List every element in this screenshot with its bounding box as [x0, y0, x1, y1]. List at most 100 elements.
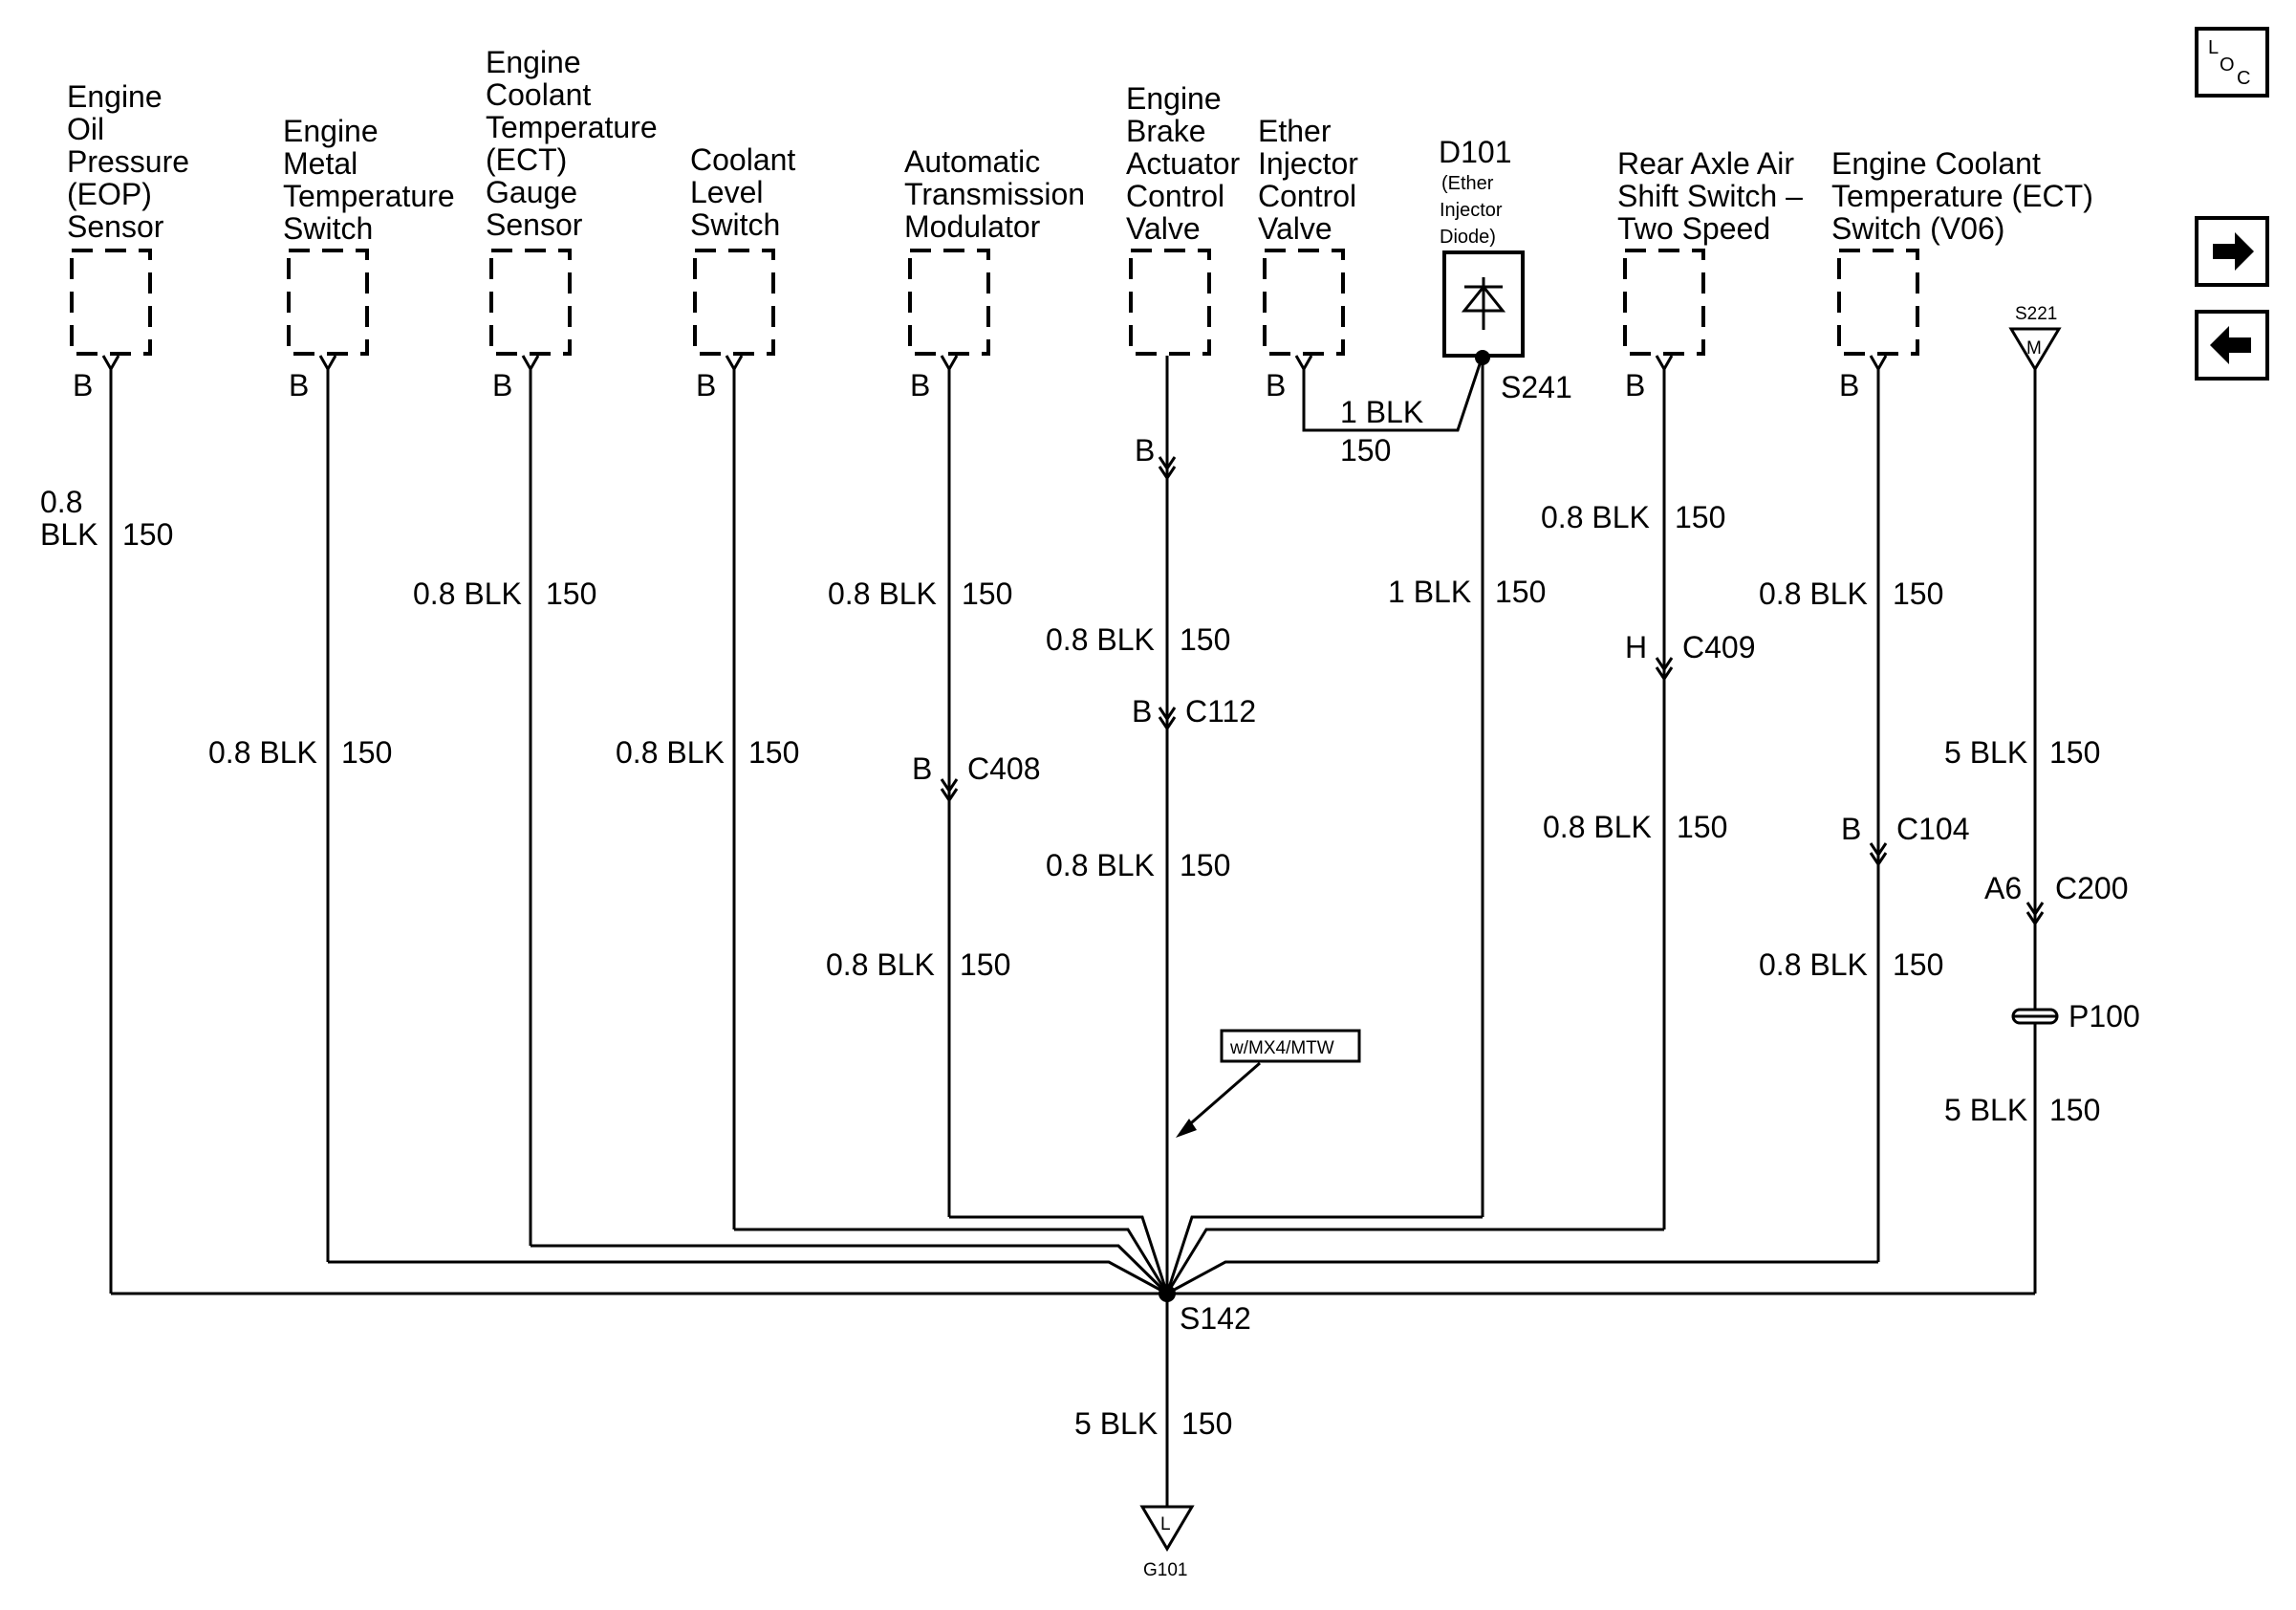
title-line: Metal [283, 146, 357, 181]
connector-name: C112 [1185, 694, 1256, 729]
component-ebacv-box [1129, 249, 1211, 356]
title-line: Engine [486, 45, 581, 79]
title-line: Switch [690, 207, 780, 242]
wire-color: BLK [40, 517, 97, 552]
component-eicv-title: Ether Injector Control Valve [1258, 114, 1358, 246]
wire-circuit: 150 [546, 577, 596, 611]
connector-labels: B C408 B C112 H C409 B C104 A6 C200 [912, 630, 2129, 905]
connector-name: C104 [1896, 812, 1970, 846]
pin-label: B [696, 368, 716, 402]
title-subline: Diode) [1440, 227, 1496, 248]
title-line: Coolant [486, 77, 591, 112]
next-page-button[interactable] [2195, 216, 2269, 287]
loc-button[interactable]: L O C [2195, 27, 2269, 98]
previous-page-button[interactable] [2195, 310, 2269, 381]
title-line: Transmission [904, 177, 1085, 211]
connector-chevrons [940, 456, 2045, 926]
ground-triangle-icon [1139, 1505, 1195, 1552]
wire-gauge: 0.8 BLK [1541, 500, 1650, 534]
pin-label: B [1839, 368, 1859, 402]
wire-eicv-circuit: 150 [1340, 433, 1391, 468]
loc-l: L [2208, 37, 2219, 58]
wire-gauge: 1 BLK [1388, 575, 1471, 609]
loc-c: C [2237, 68, 2250, 89]
connector-pin: B [912, 751, 932, 786]
wire-gauge: 0.8 BLK [1046, 848, 1155, 882]
title-line: Engine Coolant [1831, 146, 2041, 181]
diode-d101 [1442, 250, 1525, 358]
component-atm-box [908, 249, 990, 356]
component-eicv-box [1263, 249, 1345, 356]
title-line: Shift Switch – [1617, 179, 1803, 213]
wire-circuit: 150 [1180, 622, 1230, 657]
component-ectg-box [489, 249, 572, 356]
component-cls-box [693, 249, 775, 356]
title-line: Temperature [283, 179, 455, 213]
title-line: Coolant [690, 142, 795, 177]
splice-s221-label: S221 [2015, 304, 2057, 324]
wire-circuit: 150 [122, 517, 173, 552]
component-emt-title: Engine Metal Temperature Switch [283, 114, 455, 246]
component-atm-title: Automatic Transmission Modulator [904, 144, 1085, 244]
wire-eicv-gauge: 1 BLK [1340, 395, 1423, 429]
wire-circuit: 150 [962, 577, 1012, 611]
connector-pin: H [1625, 630, 1647, 664]
arrow-left-icon [2210, 326, 2251, 364]
pin-label: B [910, 368, 930, 402]
title-line: Brake [1126, 114, 1206, 148]
ground-name: G101 [1143, 1560, 1187, 1580]
component-raas-box [1623, 249, 1705, 356]
wire-circuit: 150 [1677, 810, 1727, 844]
pin-terminals [101, 355, 1888, 373]
title-line: Engine [67, 79, 162, 114]
title-line: Control [1258, 179, 1356, 213]
arrow-right-icon [2213, 232, 2254, 271]
title-line: Valve [1126, 211, 1201, 246]
component-emt-box [287, 249, 369, 356]
title-line: Sensor [67, 209, 164, 244]
wire-circuit: 150 [1180, 848, 1230, 882]
component-ects-title: Engine Coolant Temperature (ECT) Switch … [1831, 146, 2093, 246]
wire-circuit: 150 [1181, 1406, 1232, 1441]
wire-gauge: 0.8 BLK [413, 577, 522, 611]
splice-s142-label: S142 [1180, 1301, 1251, 1336]
connector-pin: B [1132, 694, 1152, 729]
wire-gauge: 5 BLK [1074, 1406, 1158, 1441]
title-line: Switch (V06) [1831, 211, 2004, 246]
title-line: Sensor [486, 207, 583, 242]
title-subline: (Ether [1441, 173, 1494, 194]
title-line: Rear Axle Air [1617, 146, 1794, 181]
wire-circuit: 150 [2049, 735, 2100, 770]
option-note: w/MX4/MTW [1176, 1029, 1361, 1138]
wire-gauge: 0.8 [40, 485, 82, 519]
title-line: (ECT) [486, 142, 567, 177]
wire-gauge: 0.8 BLK [1543, 810, 1652, 844]
title-line: Temperature [486, 110, 658, 144]
wire-gauge: 0.8 BLK [208, 735, 317, 770]
component-d101-title: D101 (Ether Injector Diode) [1439, 135, 1512, 248]
pin-label: B [492, 368, 512, 402]
title-line: Engine [283, 114, 379, 148]
option-note-text: w/MX4/MTW [1229, 1038, 1334, 1058]
title-line: Control [1126, 179, 1224, 213]
title-line: Actuator [1126, 146, 1241, 181]
wire-gauge: 5 BLK [1944, 1093, 2027, 1127]
ground-g101: L G101 [1139, 1505, 1195, 1580]
pin-label: B [1625, 368, 1645, 402]
wire-gauge: 0.8 BLK [1759, 947, 1868, 982]
bus-wires [111, 1215, 2035, 1295]
splice-s241-dot [1475, 350, 1490, 365]
title-line: Two Speed [1617, 211, 1770, 246]
splice-triangle-icon [2008, 327, 2062, 372]
connector-name: C200 [2055, 871, 2129, 905]
wire-gauge: 0.8 BLK [828, 577, 937, 611]
wire-circuit: 150 [341, 735, 392, 770]
splice-s221-letter: M [2026, 338, 2042, 359]
wire-circuit: 150 [1893, 577, 1943, 611]
pin-labels: B B B B B B B B [73, 368, 1859, 402]
loc-o: O [2220, 54, 2235, 76]
connector-pin: B [1841, 812, 1861, 846]
component-eop-box [70, 249, 152, 356]
arrow-icon [1176, 1119, 1197, 1138]
wire-gauge: 5 BLK [1944, 735, 2027, 770]
